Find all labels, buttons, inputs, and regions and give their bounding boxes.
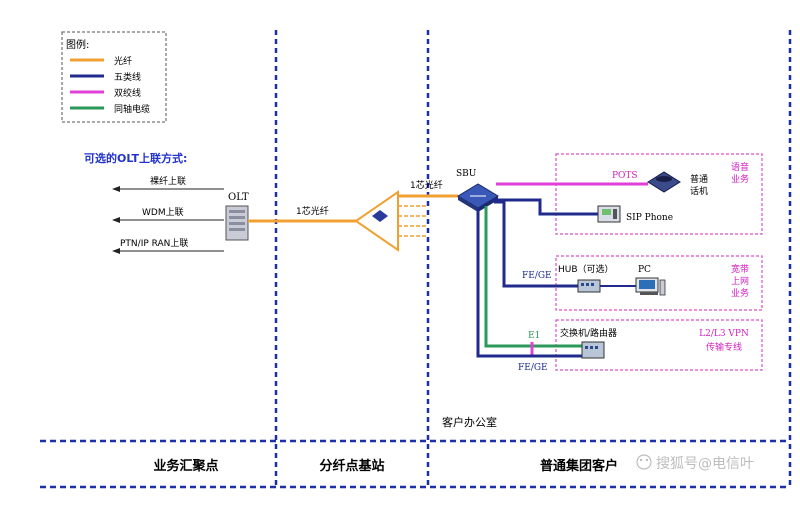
broadband-label-1: 宽带 bbox=[731, 263, 749, 275]
legend-item-cat5: 五类线 bbox=[114, 71, 141, 83]
sip-line bbox=[492, 198, 598, 216]
uplink-arrow-1 bbox=[112, 186, 224, 192]
fe-ge-switch-label: FE/GE bbox=[518, 363, 548, 373]
voice-zone bbox=[555, 153, 763, 235]
switch-label: 交换机/路由器 bbox=[560, 327, 617, 339]
legend-item-coax: 同轴电缆 bbox=[114, 103, 150, 115]
watermark: 搜狐号@电信叶 bbox=[636, 454, 754, 472]
zone-label-splitter: 分纤点基站 bbox=[319, 458, 384, 474]
uplink-option-1: 裸纤上联 bbox=[150, 175, 186, 187]
uplink-arrow-2 bbox=[112, 217, 224, 223]
pc-icon bbox=[635, 277, 666, 296]
legend-item-fiber: 光纤 bbox=[114, 55, 132, 67]
broadband-zone bbox=[555, 255, 763, 311]
olt-label: OLT bbox=[228, 192, 249, 203]
e1-label: E1 bbox=[528, 331, 540, 341]
splitter-icon bbox=[354, 190, 428, 252]
sip-phone-icon bbox=[597, 205, 621, 223]
uplink-option-3: PTN/IP RAN上联 bbox=[120, 238, 188, 249]
voice-service-label-1: 语音 bbox=[731, 161, 749, 173]
hub-device-icon bbox=[577, 279, 601, 293]
e1-coax-line bbox=[484, 206, 582, 348]
sip-phone-label: SIP Phone bbox=[626, 213, 673, 223]
hub-label: HUB（可选） bbox=[558, 263, 614, 275]
zone-label-aggregation: 业务汇聚点 bbox=[153, 458, 218, 474]
phone-icon bbox=[647, 171, 681, 193]
zone-label-enterprise: 普通集团客户 bbox=[540, 458, 618, 474]
uplink-title: 可选的OLT上联方式: bbox=[84, 151, 187, 165]
pc-label: PC bbox=[638, 265, 651, 275]
broadband-label-3: 业务 bbox=[731, 287, 749, 299]
fiber-label-2: 1芯光纤 bbox=[410, 179, 443, 191]
vpn-label-2: 传输专线 bbox=[706, 341, 742, 353]
fe-ge-switch-line bbox=[476, 208, 582, 358]
uplink-option-2: WDM上联 bbox=[142, 207, 184, 218]
switch-device-icon bbox=[581, 341, 605, 359]
legend: 图例: 光纤 五类线 双绞线 同轴电缆 bbox=[61, 31, 167, 123]
pots-label: POTS bbox=[612, 171, 638, 181]
broadband-label-2: 上网 bbox=[731, 276, 749, 287]
fe-ge-hub-label: FE/GE bbox=[522, 271, 552, 281]
vpn-label-1: L2/L3 VPN bbox=[699, 329, 749, 339]
sbu-label: SBU bbox=[456, 169, 477, 179]
watermark-text: 搜狐号@电信叶 bbox=[656, 456, 754, 472]
fiber-label-1: 1芯光纤 bbox=[296, 205, 329, 217]
phone-label-2: 话机 bbox=[690, 185, 708, 197]
sbu-device-icon bbox=[457, 183, 499, 212]
voice-service-label-2: 业务 bbox=[731, 173, 749, 185]
office-label: 客户办公室 bbox=[442, 415, 497, 429]
legend-item-twisted: 双绞线 bbox=[114, 87, 141, 99]
fe-ge-hub-line bbox=[494, 200, 578, 288]
phone-label-1: 普通 bbox=[690, 173, 708, 185]
legend-title: 图例: bbox=[66, 38, 89, 51]
uplink-arrow-3 bbox=[112, 248, 224, 254]
olt-device-icon bbox=[225, 205, 249, 241]
